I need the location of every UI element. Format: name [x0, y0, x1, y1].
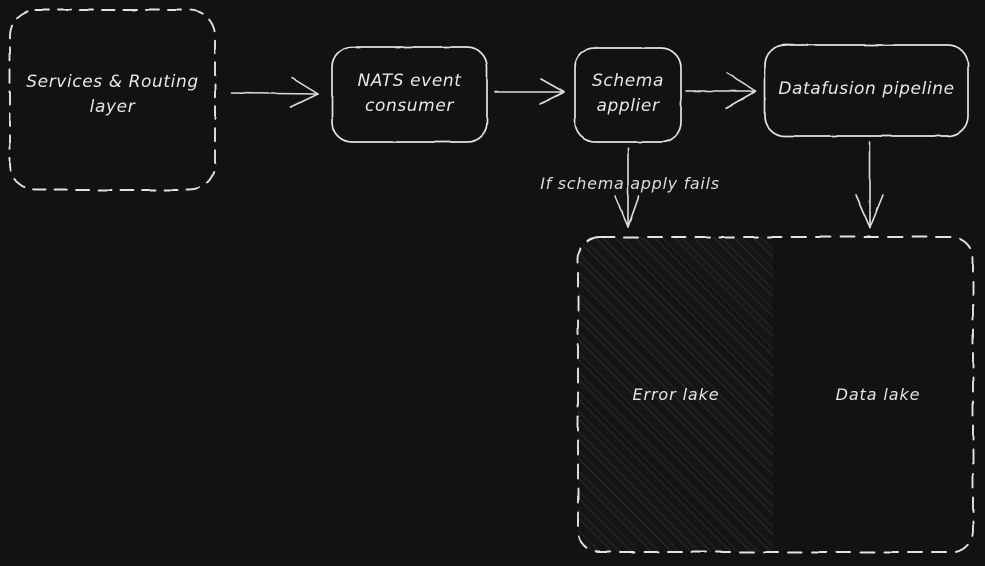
nats-event-consumer-shape[interactable] — [331, 46, 488, 143]
arrow-services-to-nats[interactable] — [230, 77, 319, 108]
lake-container-shape[interactable] — [577, 236, 974, 553]
arrow-nats-to-schema[interactable] — [494, 78, 565, 105]
data-lake-region[interactable] — [773, 237, 973, 552]
error-lake-hachure-fill — [578, 237, 773, 552]
arrow-schema-to-error-lake[interactable] — [614, 147, 640, 228]
arrow-schema-to-datafusion[interactable] — [685, 72, 757, 109]
data-lake-label: Data lake — [835, 385, 921, 404]
nats-event-consumer-node[interactable] — [332, 47, 487, 142]
error-lake-region[interactable] — [578, 237, 773, 552]
schema-applier-node[interactable] — [575, 48, 681, 142]
schema-applier-shape[interactable] — [574, 47, 682, 143]
error-lake-label: Error lake — [632, 385, 720, 404]
services-routing-layer-shape[interactable] — [9, 9, 216, 191]
services-routing-layer-node[interactable] — [10, 10, 215, 190]
datafusion-pipeline-node[interactable] — [765, 45, 968, 136]
edge-label-if-schema-apply-fails: If schema apply fails — [540, 174, 720, 193]
datafusion-pipeline-shape[interactable] — [764, 44, 969, 137]
arrow-datafusion-to-data-lake[interactable] — [855, 141, 884, 228]
